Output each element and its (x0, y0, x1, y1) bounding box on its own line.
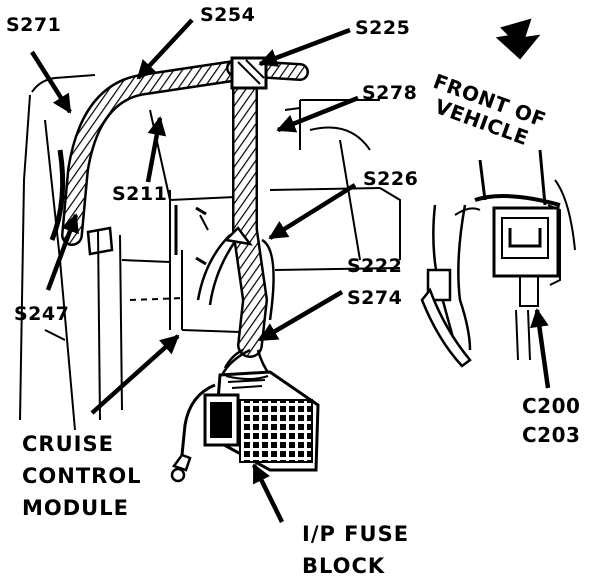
callout-s271: S271 (6, 14, 62, 36)
callout-s226: S226 (363, 168, 419, 190)
cruise-module-lead (170, 383, 216, 483)
connector-inset (420, 149, 576, 368)
label-cruise-line-1: CRUISE (22, 432, 114, 456)
label-cruise-line-3: MODULE (22, 496, 129, 520)
harness-left-loop (61, 59, 251, 246)
callout-s254: S254 (200, 4, 256, 26)
callout-c200: C200 (522, 394, 581, 418)
label-cruise-line-2: CONTROL (22, 464, 142, 488)
label-fuse-line-1: I/P FUSE (302, 522, 410, 546)
callout-s225: S225 (355, 17, 411, 39)
harness-trunk (232, 57, 269, 358)
callout-s222: S222 (347, 255, 403, 277)
callout-s274: S274 (347, 287, 403, 309)
front-arrow (495, 18, 541, 60)
label-ip-fuse-block: I/P FUSE BLOCK (302, 518, 409, 582)
ip-fuse-block-connector (203, 370, 320, 472)
callout-s247: S247 (14, 303, 70, 325)
callout-s211: S211 (112, 183, 168, 205)
callout-c203: C203 (522, 423, 581, 447)
callout-leaders (30, 18, 551, 523)
label-fuse-line-2: BLOCK (302, 554, 386, 578)
dashboard-structure (19, 74, 401, 431)
callout-s278: S278 (362, 82, 418, 104)
branch-wires (196, 226, 275, 376)
label-cruise-control-module: CRUISE CONTROL MODULE (22, 428, 142, 524)
